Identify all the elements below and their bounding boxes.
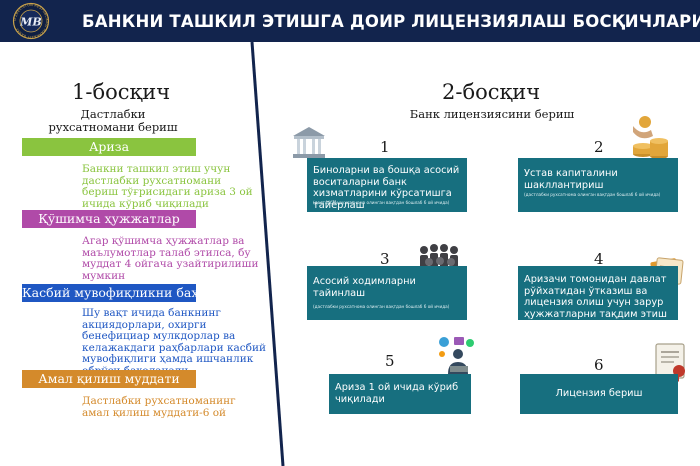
- review-person-icon: [439, 337, 474, 374]
- stage2-step-box: Ариза 1 ой ичида кўриб чиқилади: [329, 374, 471, 414]
- header-bar: O'ZBEKISTON RESPUBLIKASI MARKAZIY BANKI …: [0, 0, 700, 42]
- step-additional-docs-text: Агар қўшимча ҳужжатлар ва маълумотлар та…: [82, 235, 259, 282]
- stage2-step-number: 6: [594, 356, 604, 374]
- stage2-step-number: 1: [380, 138, 390, 156]
- stage2-step-box: Аризачи томонидан давлат рўйхатидан ўтка…: [518, 266, 678, 320]
- page-title: БАНКНИ ТАШКИЛ ЭТИШГА ДОИР ЛИЦЕНЗИЯЛАШ БО…: [82, 12, 700, 31]
- stage2-step-text: Лицензия бериш: [555, 388, 643, 399]
- stage2-subtitle: Банк лицензиясини бериш: [409, 107, 575, 121]
- stage2-step-number: 5: [385, 352, 395, 370]
- stage2-step-text: Ариза 1 ой ичида кўриб чиқилади: [335, 382, 459, 405]
- step-application-text: Банкни ташкил этиш учун дастлабки рухсат…: [82, 163, 253, 210]
- logo-mark: MB: [19, 16, 41, 29]
- stage2-step-box: Устав капиталини шакллантириш (дастлабки…: [518, 158, 678, 212]
- step-fit-proper-text: Шу вақт ичида банкнинг акциядорлари, охи…: [82, 307, 266, 376]
- stage2-step-number: 2: [594, 138, 604, 156]
- stage2-step-box: Асосий ходимларни тайинлаш (дастлабки ру…: [307, 266, 467, 320]
- stage2-step-box: Биноларни ва бошқа асосий воситаларни ба…: [307, 158, 467, 212]
- stage2-step-box: Лицензия бериш: [520, 374, 678, 414]
- stage2-step-note: (дастлабки рухсатнома олинган вақтдан бо…: [313, 200, 450, 205]
- stage2-step-number: 4: [594, 250, 604, 268]
- stage2-title: 2-босқич: [442, 80, 541, 104]
- bank-building-icon: [293, 127, 325, 158]
- step-validity-bar: Амал қилиш муддати: [22, 370, 196, 388]
- stage2-step-note: (дастлабки рухсатнома олинган вақтдан бо…: [313, 304, 450, 309]
- step-additional-docs-bar: Қўшимча ҳужжатлар: [22, 210, 196, 228]
- stage2-step-text: Асосий ходимларни тайинлаш: [313, 276, 416, 299]
- stage2-step-text: Устав капиталини шакллантириш: [524, 168, 618, 191]
- step-fit-proper-bar: Касбий мувофиқликни баҳолаш: [22, 284, 233, 302]
- step-application-bar: Ариза: [22, 138, 196, 156]
- stage1-title: 1-босқич: [72, 80, 171, 104]
- stage2-step-note: (дастлабки рухсатнома олинган вақтдан бо…: [524, 192, 661, 197]
- step-validity-text: Дастлабки рухсатноманинг амал қилиш мудд…: [82, 395, 236, 419]
- stage2-step-number: 3: [380, 250, 390, 268]
- stage2-step-text: Биноларни ва бошқа асосий воситаларни ба…: [313, 165, 460, 211]
- coins-hand-icon: [633, 116, 668, 159]
- central-bank-logo: O'ZBEKISTON RESPUBLIKASI MARKAZIY BANKI …: [12, 2, 50, 40]
- stage2-step-text: Аризачи томонидан давлат рўйхатидан ўтка…: [524, 274, 668, 320]
- stage1-subtitle: Дастлабки рухсатномани бериш: [48, 107, 178, 134]
